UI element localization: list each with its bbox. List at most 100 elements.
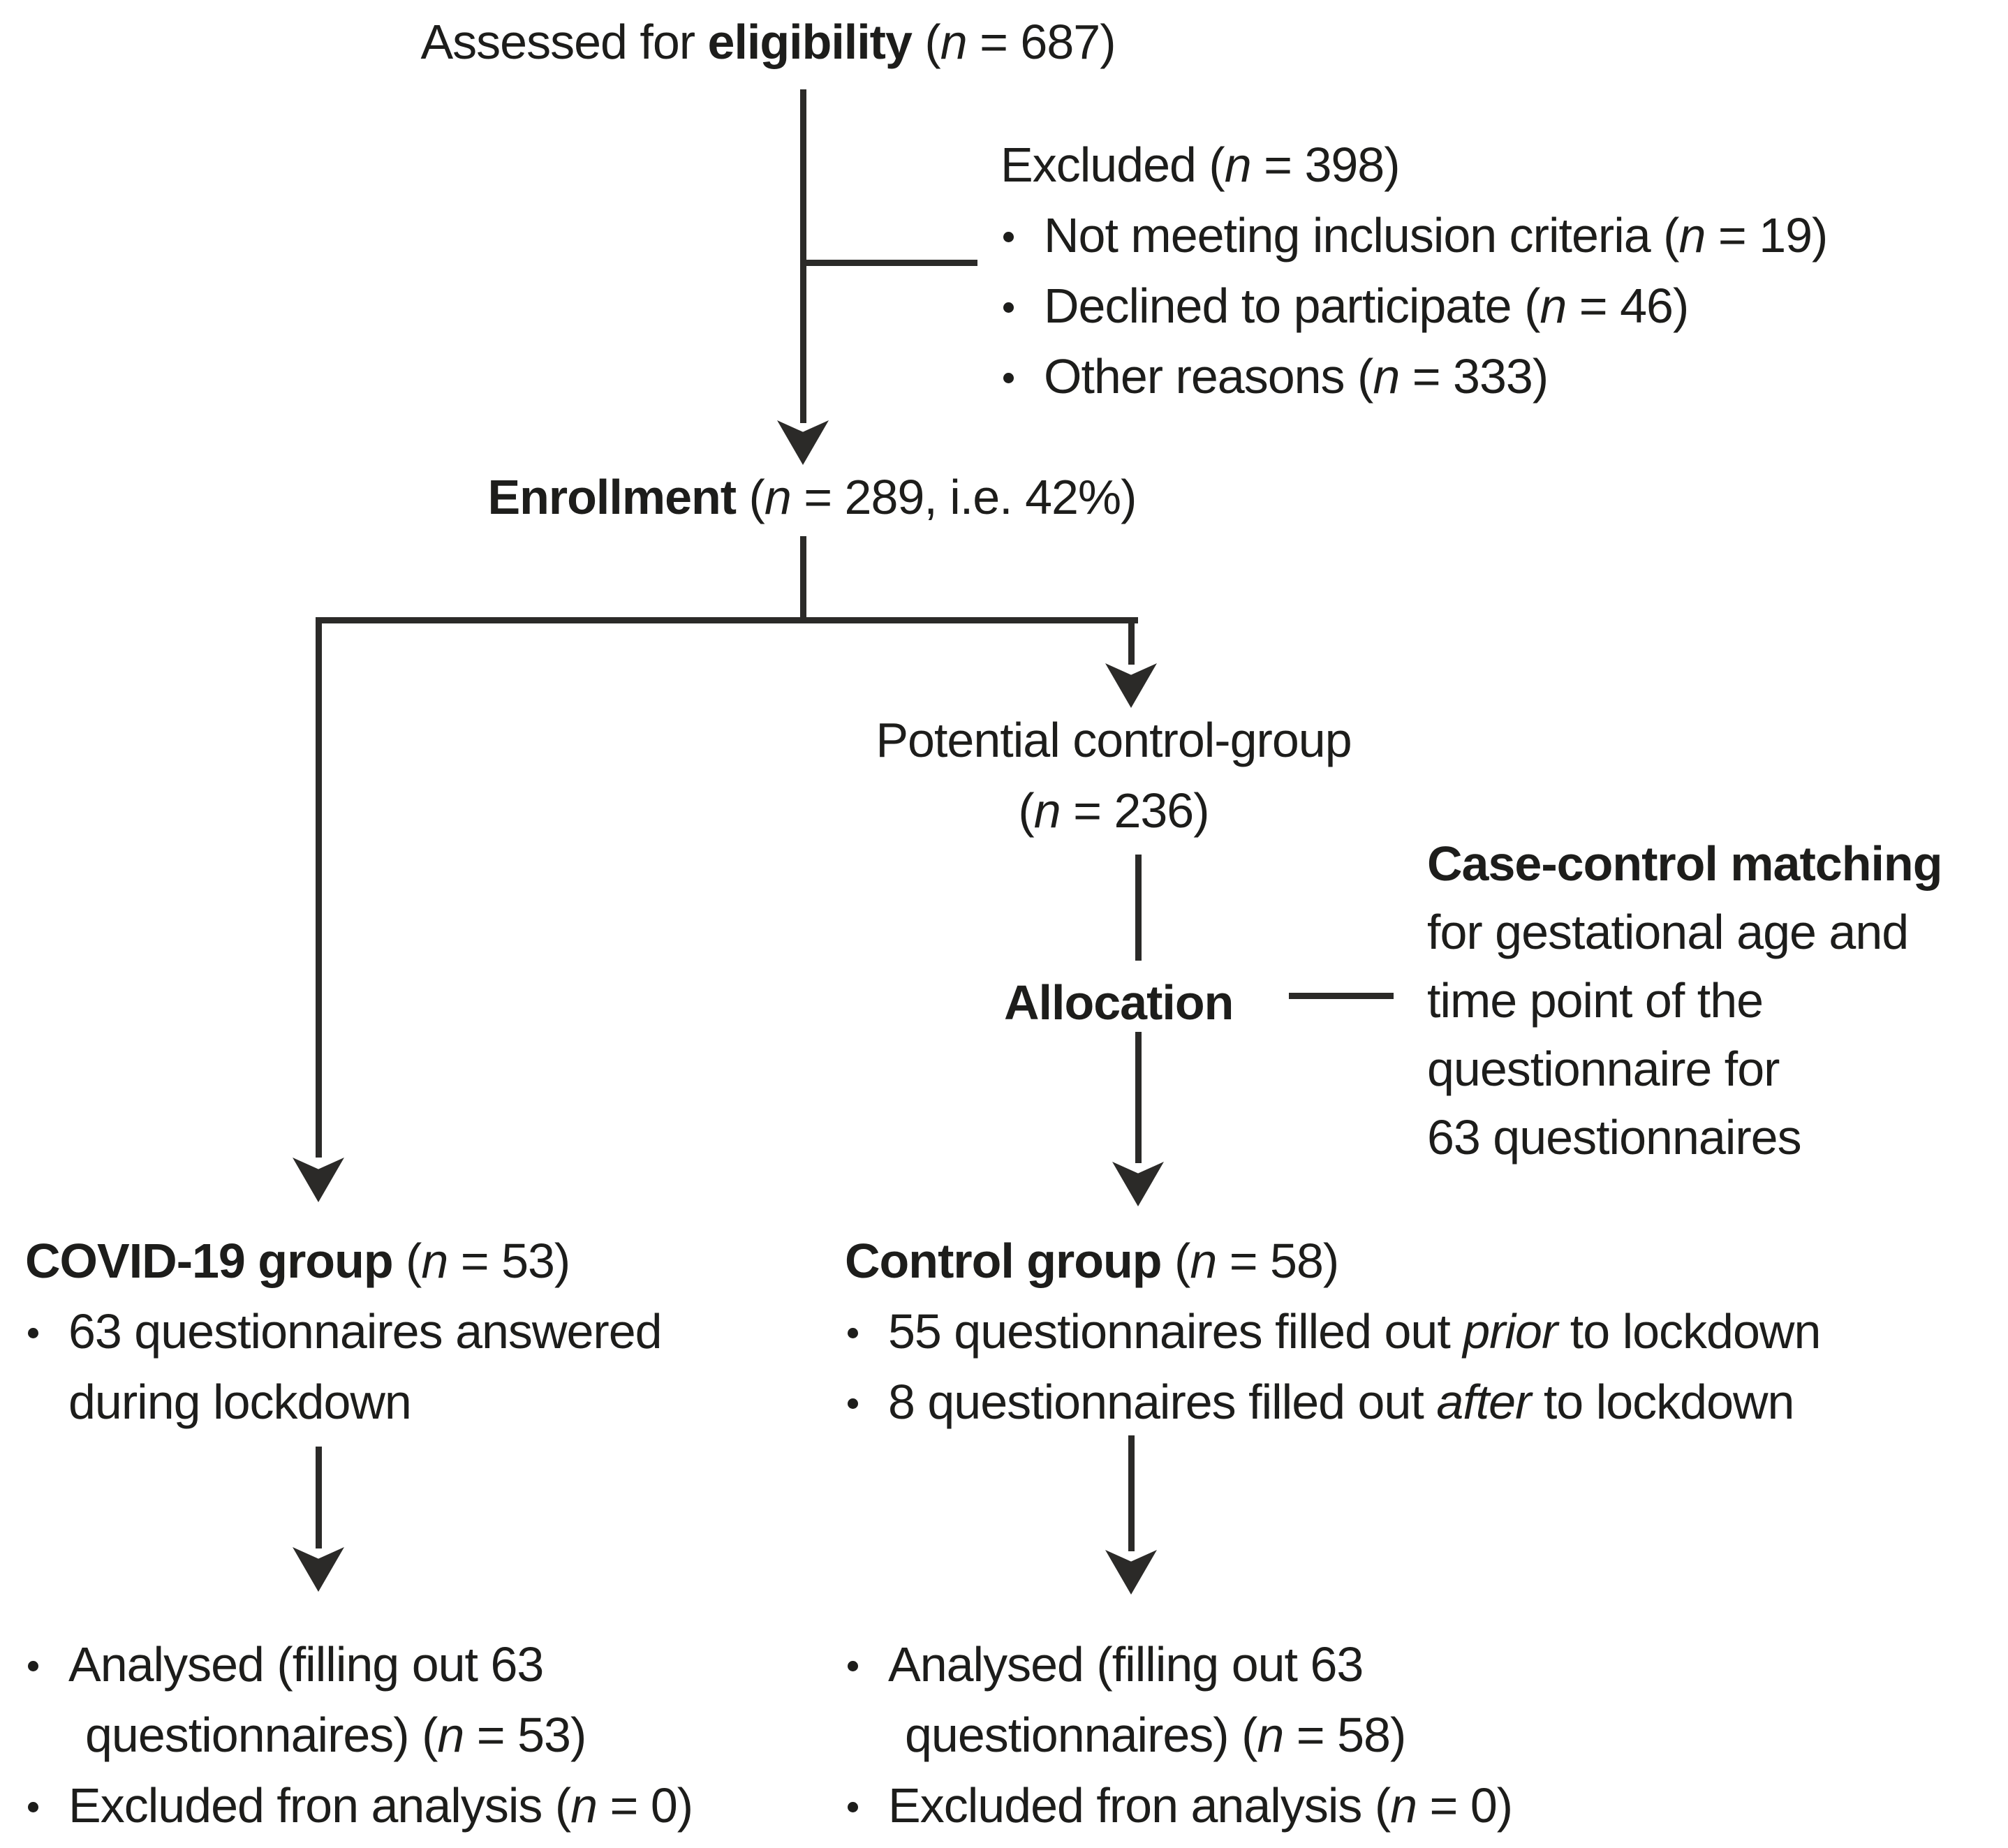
bullet-cell <box>25 1296 68 1338</box>
bullet-item: Declined to participate (n = 46) <box>1001 271 1827 341</box>
connector-allocation-note-dash <box>1289 993 1394 999</box>
potential-control-group-label: Potential control-group (n = 236) <box>817 705 1410 846</box>
bullet-cell <box>845 1367 888 1409</box>
connector-covid-drop <box>316 617 322 1158</box>
bullet-item: Analysed (filling out 63 questionnaires) … <box>25 1629 693 1771</box>
bullet-cell <box>25 1771 68 1812</box>
enrollment-text: Enrollment (n = 289, i.e. 42%) <box>393 462 1231 533</box>
text-line: (n = 236) <box>817 776 1410 846</box>
text-run: Allocation <box>1004 975 1234 1030</box>
control-group-block: Control group (n = 58) 55 questionnaires… <box>845 1226 1821 1437</box>
bullet-cell <box>25 1629 68 1671</box>
text-run: Control group <box>845 1234 1162 1288</box>
bullet-item: Excluded fron analysis (n = 0) <box>845 1771 1514 1841</box>
bullet-item: Excluded fron analysis (n = 0) <box>25 1771 693 1841</box>
control-group-heading: Control group (n = 58) <box>845 1226 1820 1296</box>
text-run: Potential control-group <box>876 713 1352 767</box>
bullet-icon <box>848 1802 858 1812</box>
text-run: eligibility <box>707 15 913 69</box>
excluded-heading: Excluded (n = 398) <box>1001 130 1827 200</box>
bullet-cell <box>845 1296 888 1338</box>
text-run: n <box>437 1708 464 1762</box>
text-run: questionnaires) ( <box>85 1708 438 1762</box>
bullet-line: Declined to participate (n = 46) <box>1044 271 1827 341</box>
text-run: Enrollment <box>487 470 737 524</box>
text-line: Potential control-group <box>817 705 1410 776</box>
bullet-cell <box>845 1771 888 1812</box>
text-run: questionnaires) ( <box>905 1708 1257 1762</box>
bullet-cell <box>1001 341 1044 383</box>
text-run: = 0) <box>1417 1778 1514 1833</box>
bullet-icon <box>1003 232 1014 242</box>
text-run: = 58) <box>1283 1708 1407 1762</box>
text-run: n <box>1390 1778 1417 1833</box>
bullet-lines: Other reasons (n = 333) <box>1044 341 1827 412</box>
text-run: questionnaire for <box>1427 1042 1780 1096</box>
bullet-lines: Declined to participate (n = 46) <box>1044 271 1827 341</box>
text-run: ( <box>1161 1234 1190 1288</box>
text-run: = 289, i.e. 42%) <box>790 470 1137 524</box>
excluded-block: Excluded (n = 398) Not meeting inclusion… <box>1001 130 1829 412</box>
text-run: Other reasons ( <box>1044 349 1373 404</box>
bullet-line: Excluded fron analysis (n = 0) <box>68 1771 693 1841</box>
text-run: = 333) <box>1399 349 1549 404</box>
text-run: during lockdown <box>68 1375 412 1429</box>
bullet-line: Excluded fron analysis (n = 0) <box>888 1771 1514 1841</box>
text-run: 63 questionnaires <box>1427 1110 1802 1165</box>
connector-enrollment-stem <box>800 536 806 619</box>
bullet-lines: 63 questionnaires answered during lockdow… <box>68 1296 663 1437</box>
bullet-item: 55 questionnaires filled out prior to lo… <box>845 1296 1821 1367</box>
text-line: questionnaire for <box>1427 1035 1942 1103</box>
assessed-eligibility-text: Assessed for eligibility (n = 687) <box>244 7 1292 77</box>
bullet-line: Analysed (filling out 63 <box>68 1629 693 1700</box>
bullet-item: 63 questionnaires answered during lockdow… <box>25 1296 663 1437</box>
covid-group-block: COVID-19 group (n = 53) 63 questionnaire… <box>25 1226 663 1437</box>
allocation-text: Allocation <box>1004 968 1234 1038</box>
control-group-items: 55 questionnaires filled out prior to lo… <box>845 1296 1821 1437</box>
text-run: 55 questionnaires filled out <box>888 1304 1463 1359</box>
text-run: n <box>1540 279 1567 333</box>
text-run: = 236) <box>1060 783 1209 838</box>
text-run: ( <box>1018 783 1034 838</box>
bullet-line: 55 questionnaires filled out prior to lo… <box>888 1296 1821 1367</box>
text-line: for gestational age and <box>1427 898 1942 966</box>
bullet-icon <box>1003 373 1014 383</box>
bullet-icon <box>1003 302 1014 313</box>
connector-split <box>318 617 1138 623</box>
text-run: Excluded fron analysis ( <box>68 1778 571 1833</box>
text-run: n <box>1190 1234 1217 1288</box>
text-run: n <box>1678 208 1706 263</box>
text-line: Case-control matching <box>1427 829 1942 898</box>
text-run: for gestational age and <box>1427 905 1909 959</box>
text-run: 8 questionnaires filled out <box>888 1375 1437 1429</box>
bullet-line: during lockdown <box>68 1367 662 1437</box>
bullet-lines: 55 questionnaires filled out prior to lo… <box>888 1296 1821 1367</box>
bullet-lines: Analysed (filling out 63 questionnaires) … <box>68 1629 693 1771</box>
text-run: = 398) <box>1250 138 1400 192</box>
text-run: = 19) <box>1705 208 1829 263</box>
text-run: n <box>764 470 792 524</box>
bullet-line: questionnaires) (n = 53) <box>85 1700 693 1771</box>
connector-assessed-to-enrollment <box>800 89 806 423</box>
bullet-icon <box>28 1661 38 1671</box>
arrowhead-covid-analysed-icon <box>293 1547 344 1592</box>
text-run: 63 questionnaires answered <box>68 1304 663 1359</box>
text-run: after <box>1436 1375 1531 1429</box>
text-run: n <box>1257 1708 1284 1762</box>
bullet-line: 63 questionnaires answered <box>68 1296 663 1367</box>
text-run: Excluded fron analysis ( <box>888 1778 1391 1833</box>
connector-potential-to-allocation <box>1135 855 1142 961</box>
text-run: Analysed (filling out 63 <box>68 1637 544 1692</box>
text-run: = 0) <box>597 1778 694 1833</box>
bullet-line: Other reasons (n = 333) <box>1044 341 1827 412</box>
bullet-icon <box>28 1802 38 1812</box>
bullet-lines: 8 questionnaires filled out after to loc… <box>888 1367 1820 1437</box>
connector-control-to-analysed <box>1128 1435 1135 1551</box>
text-run: to lockdown <box>1530 1375 1795 1429</box>
covid-group-heading: COVID-19 group (n = 53) <box>25 1226 662 1296</box>
bullet-line: Not meeting inclusion criteria (n = 19) <box>1044 200 1829 271</box>
case-control-matching-note: Case-control matching for gestational age… <box>1427 829 1942 1171</box>
text-run: n <box>940 15 968 69</box>
